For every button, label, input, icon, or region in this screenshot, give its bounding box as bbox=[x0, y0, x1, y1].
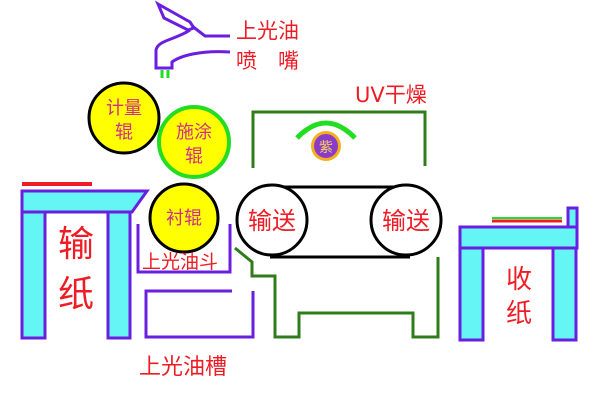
machine-frame bbox=[234, 246, 440, 339]
applicator-roller bbox=[157, 105, 231, 179]
uv-lamp-reflector bbox=[295, 120, 357, 140]
feeder-table bbox=[20, 189, 150, 340]
applicator-roller-label-2: 辊 bbox=[185, 146, 203, 167]
delivery-label-1: 收 bbox=[506, 265, 532, 295]
conveyor-right-label: 输送 bbox=[382, 207, 430, 235]
delivery-table bbox=[458, 206, 579, 342]
nozzle-label-line2: 喷 嘴 bbox=[236, 49, 299, 73]
metering-roller bbox=[87, 81, 161, 155]
coating-tank bbox=[144, 289, 255, 339]
uv-dryer-label: UV干燥 bbox=[355, 83, 427, 107]
metering-roller-label-2: 辊 bbox=[115, 122, 133, 143]
delivery-label-2: 纸 bbox=[506, 299, 532, 329]
feeder-label-1: 输 bbox=[58, 224, 94, 265]
tank-label: 上光油槽 bbox=[139, 355, 227, 380]
applicator-roller-label-1: 施涂 bbox=[176, 122, 212, 143]
coating-nozzle-icon bbox=[154, 0, 231, 78]
nozzle-label-line1: 上光油 bbox=[236, 19, 299, 43]
conveyor-belt bbox=[235, 183, 443, 259]
metering-roller-label-1: 计量 bbox=[106, 98, 142, 119]
backing-roller bbox=[148, 182, 220, 254]
uv-dryer-hood bbox=[251, 110, 427, 168]
hopper-label: 上光油斗 bbox=[142, 251, 218, 273]
coating-hopper bbox=[136, 224, 232, 274]
uv-lamp-label: 紫 bbox=[319, 140, 333, 156]
backing-roller-label: 衬辊 bbox=[166, 208, 202, 229]
conveyor-left-label: 输送 bbox=[248, 207, 296, 235]
feeder-label-2: 纸 bbox=[58, 274, 94, 315]
